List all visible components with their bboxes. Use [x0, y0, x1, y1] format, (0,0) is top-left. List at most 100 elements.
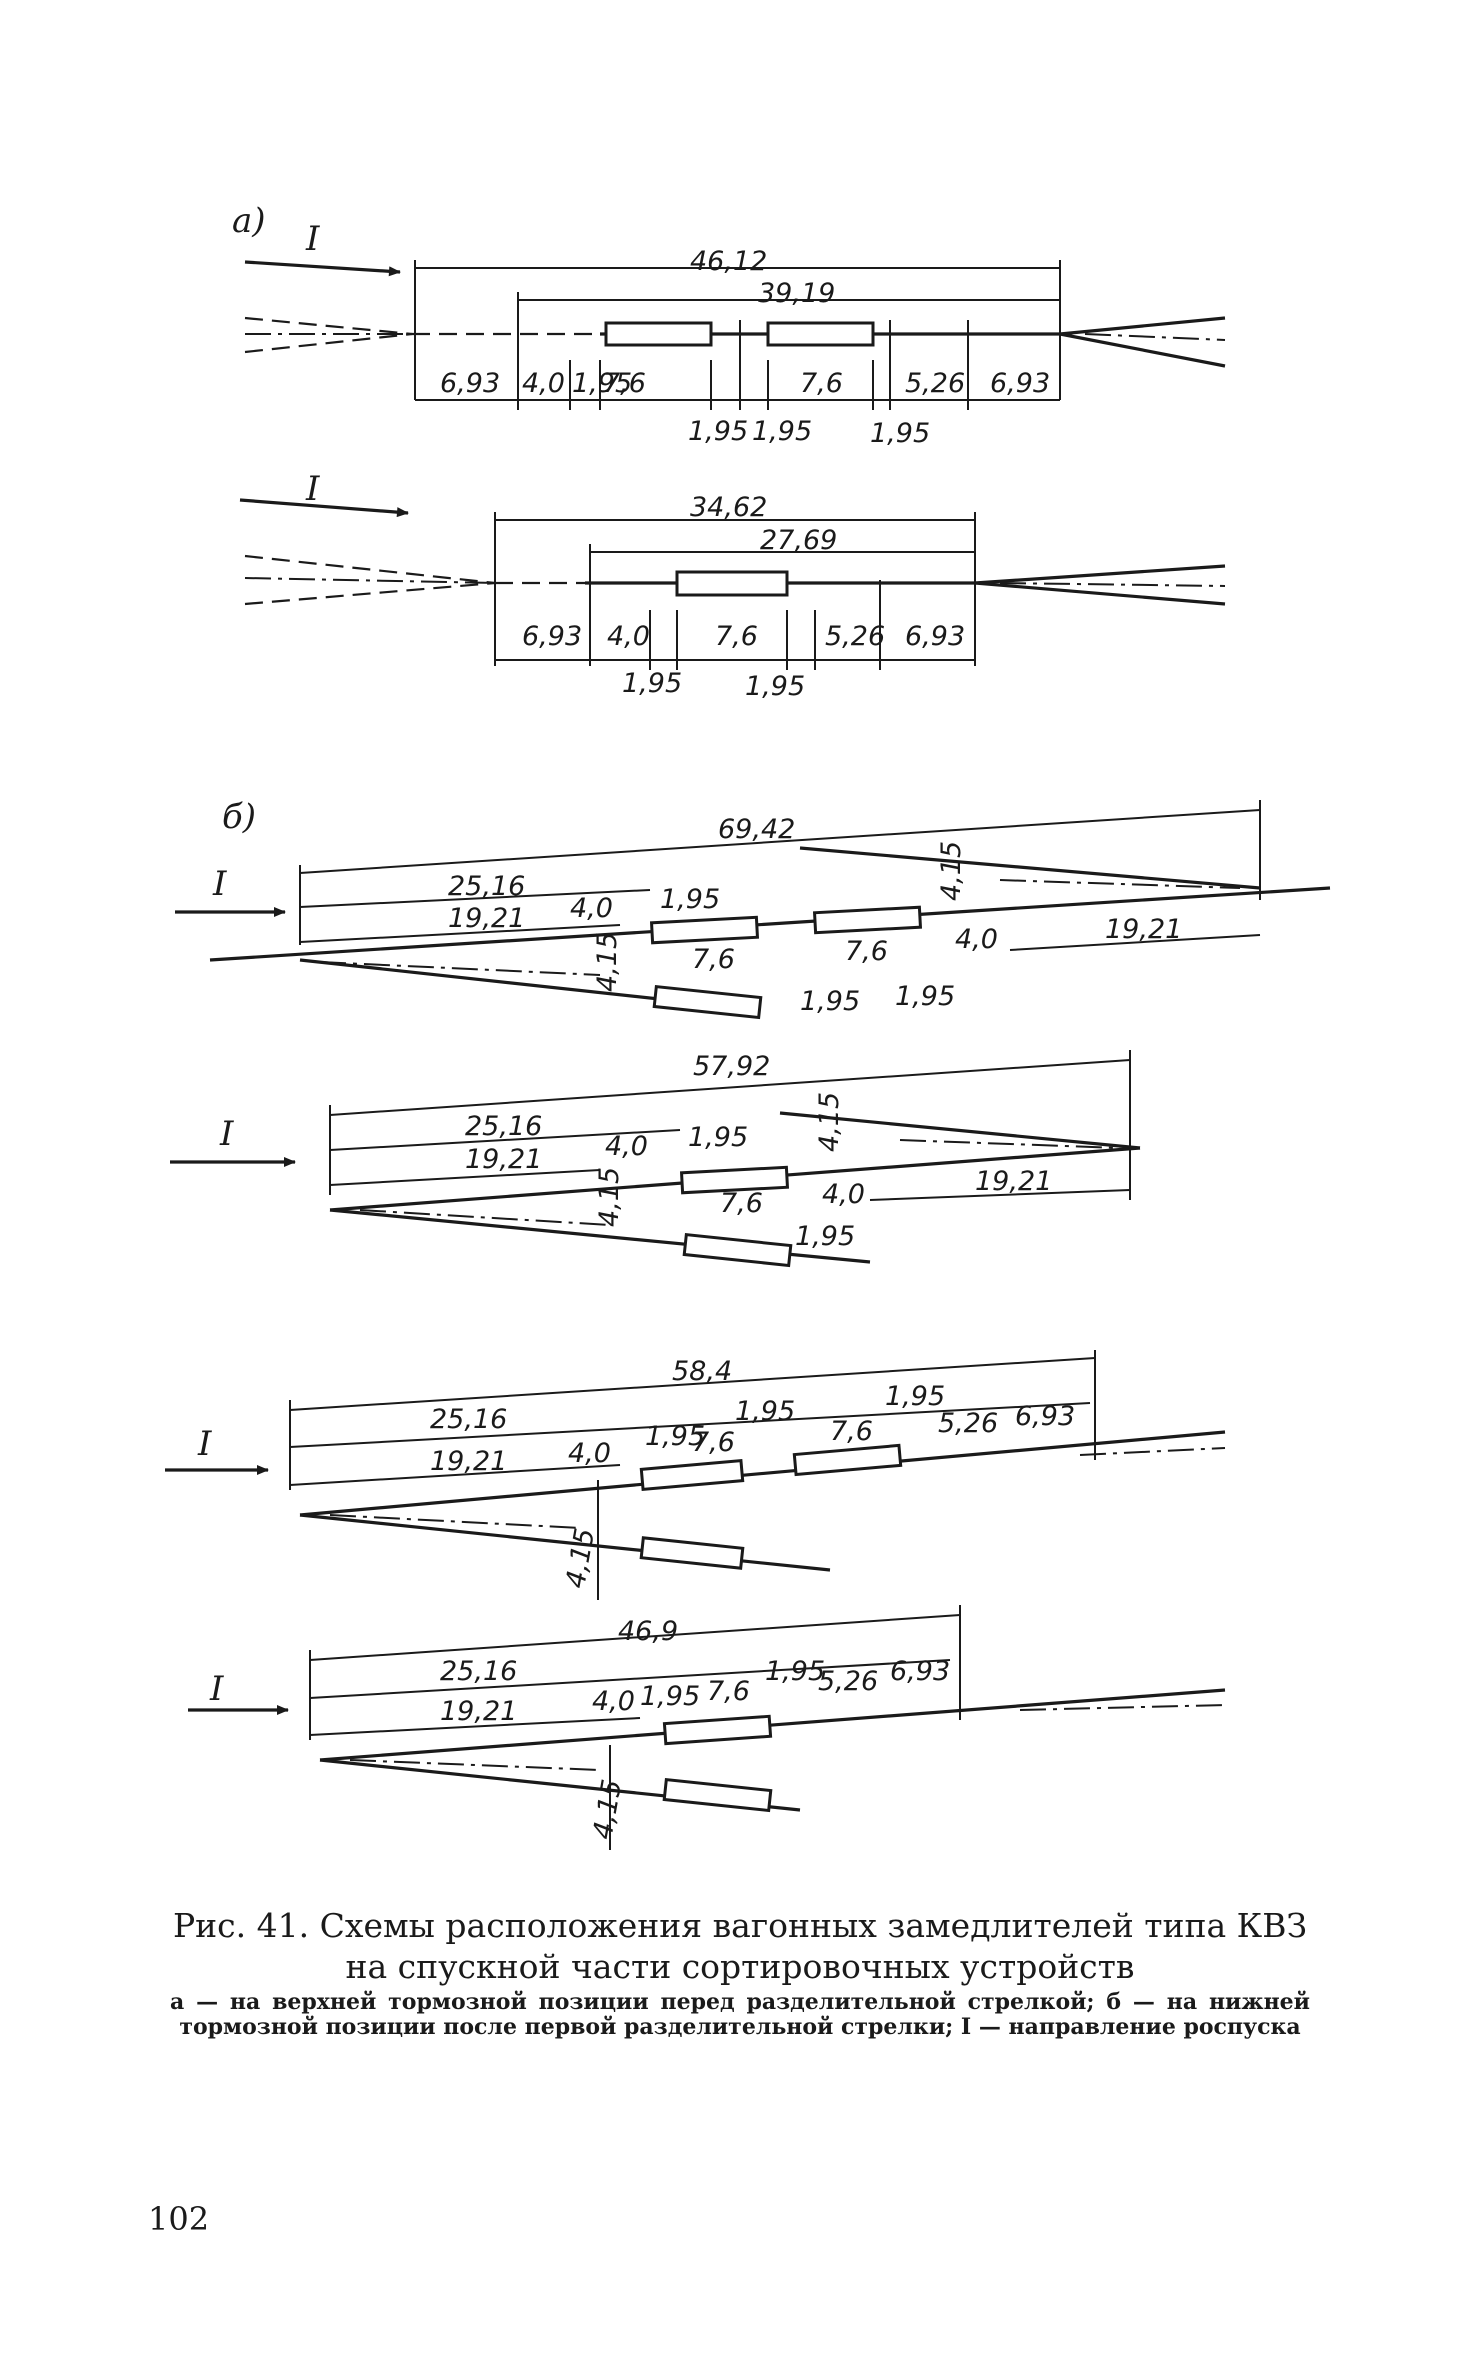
figure-caption: Рис. 41. Схемы расположения вагонных зам… — [170, 1905, 1310, 1987]
dim: 7,6 — [692, 944, 735, 975]
direction-label: I — [212, 864, 227, 904]
direction-label: I — [219, 1114, 234, 1154]
dim: 1,95 — [765, 1656, 825, 1687]
page-number: 102 — [148, 2200, 210, 2238]
dim: 25,16 — [430, 1404, 507, 1435]
scheme-a1: I 46,12 39,19 6,93 4,0 1,95 — [244, 219, 1226, 449]
dim: 19,21 — [465, 1144, 542, 1175]
dim-bottom: 1,95 — [870, 418, 930, 449]
dim-bottom: 1,95 — [688, 416, 748, 447]
dim: 25,16 — [440, 1656, 517, 1687]
dim: 19,21 — [975, 1166, 1052, 1197]
dim-seg: 6,93 — [522, 621, 582, 652]
retarder — [682, 1232, 793, 1268]
scheme-a2: I 34,62 27,69 6,93 4,0 7,6 5,26 6,93 1,9… — [239, 469, 1226, 702]
scheme-b4: I 46,9 25,16 19,21 4,0 1,95 7,6 1,95 5,2… — [188, 1605, 1226, 1850]
caption-line-2: на спускной части сортировочных устройст… — [345, 1947, 1135, 1986]
retarder — [679, 1165, 790, 1195]
caption-line-1: Рис. 41. Схемы расположения вагонных зам… — [172, 1906, 1308, 1945]
dim-total: 58,4 — [672, 1356, 732, 1387]
direction-label: I — [305, 469, 320, 509]
dim-bottom: 1,95 — [622, 668, 682, 699]
dim: 7,6 — [830, 1416, 873, 1447]
retarder — [675, 570, 789, 597]
scheme-b1: I 69,42 25,16 19,21 4,0 1,95 4,15 7,6 7,… — [175, 800, 1331, 1020]
dim: 19,21 — [1105, 914, 1182, 945]
dim-seg: 4,0 — [607, 621, 650, 652]
retarder — [766, 321, 875, 347]
dim: 4,0 — [605, 1131, 648, 1162]
dim-total: 57,92 — [693, 1051, 770, 1082]
dim: 4,15 — [936, 841, 967, 901]
dim: 7,6 — [707, 1676, 750, 1707]
dim: 6,93 — [1015, 1401, 1075, 1432]
dim-sub: 27,69 — [760, 525, 837, 556]
retarder — [662, 1714, 773, 1746]
dim: 25,16 — [448, 871, 525, 902]
dim: 19,21 — [448, 903, 525, 934]
dim: 4,0 — [822, 1179, 865, 1210]
dim: 1,95 — [688, 1122, 748, 1153]
dim: 4,0 — [955, 924, 998, 955]
dim: 7,6 — [720, 1188, 763, 1219]
retarder — [639, 1536, 745, 1570]
direction-arrow — [244, 260, 401, 277]
dim: 6,93 — [890, 1656, 950, 1687]
dim-total: 46,9 — [618, 1616, 678, 1647]
dim: 5,26 — [818, 1666, 878, 1697]
retarder — [662, 1777, 773, 1813]
dim: 4,15 — [560, 1526, 601, 1591]
dim: 1,95 — [885, 1381, 945, 1412]
dim: 1,95 — [735, 1396, 795, 1427]
retarder — [812, 905, 923, 935]
dim-seg: 7,6 — [603, 368, 646, 399]
dim: 1,95 — [660, 884, 720, 915]
dim-seg: 7,6 — [800, 368, 843, 399]
dim-total: 69,42 — [718, 814, 795, 845]
direction-label: I — [305, 219, 320, 259]
dim-bottom: 1,95 — [745, 671, 805, 702]
dim: 4,15 — [814, 1092, 845, 1152]
dim-total: 46,12 — [690, 246, 767, 277]
dim: 1,95 — [795, 1221, 855, 1252]
retarder — [649, 915, 760, 945]
dim-seg: 6,93 — [990, 368, 1050, 399]
retarder — [639, 1459, 745, 1491]
dim-total: 34,62 — [690, 492, 767, 523]
dim-sub: 39,19 — [758, 278, 835, 309]
dim: 4,0 — [592, 1686, 635, 1717]
caption-legend: а — на верхней тормозной позиции перед р… — [170, 1989, 1310, 2040]
dim-seg: 5,26 — [905, 368, 965, 399]
direction-label: I — [209, 1669, 224, 1709]
dim: 1,95 — [645, 1421, 705, 1452]
dim: 1,95 — [895, 981, 955, 1012]
dim: 1,95 — [800, 986, 860, 1017]
diagram-b-label: б) — [222, 797, 256, 837]
retarder — [792, 1443, 903, 1477]
dim: 19,21 — [430, 1446, 507, 1477]
scheme-b3: I 58,4 25,16 19,21 4,0 1,95 7,6 1,95 7,6… — [165, 1350, 1226, 1600]
dim-seg: 7,6 — [715, 621, 758, 652]
dim: 5,26 — [938, 1408, 998, 1439]
dim: 4,0 — [570, 893, 613, 924]
dim: 4,15 — [587, 1777, 628, 1842]
retarder — [604, 321, 713, 347]
dim: 1,95 — [640, 1681, 700, 1712]
dim: 7,6 — [845, 936, 888, 967]
dim-seg: 6,93 — [440, 368, 500, 399]
dim-seg: 4,0 — [522, 368, 565, 399]
dim: 25,16 — [465, 1111, 542, 1142]
dim: 4,15 — [592, 932, 623, 992]
diagram-a-label: а) — [232, 201, 266, 241]
dim-seg: 6,93 — [905, 621, 965, 652]
scheme-b2: I 57,92 25,16 19,21 4,0 1,95 4,15 4,15 7… — [170, 1050, 1141, 1268]
dim-seg: 5,26 — [825, 621, 885, 652]
dim: 4,15 — [594, 1167, 625, 1227]
direction-label: I — [197, 1424, 212, 1464]
dim-seg: 1,95 — [572, 368, 632, 399]
dim: 19,21 — [440, 1696, 517, 1727]
dim: 7,6 — [692, 1427, 735, 1458]
retarder — [652, 984, 763, 1020]
dim-bottom: 1,95 — [752, 416, 812, 447]
